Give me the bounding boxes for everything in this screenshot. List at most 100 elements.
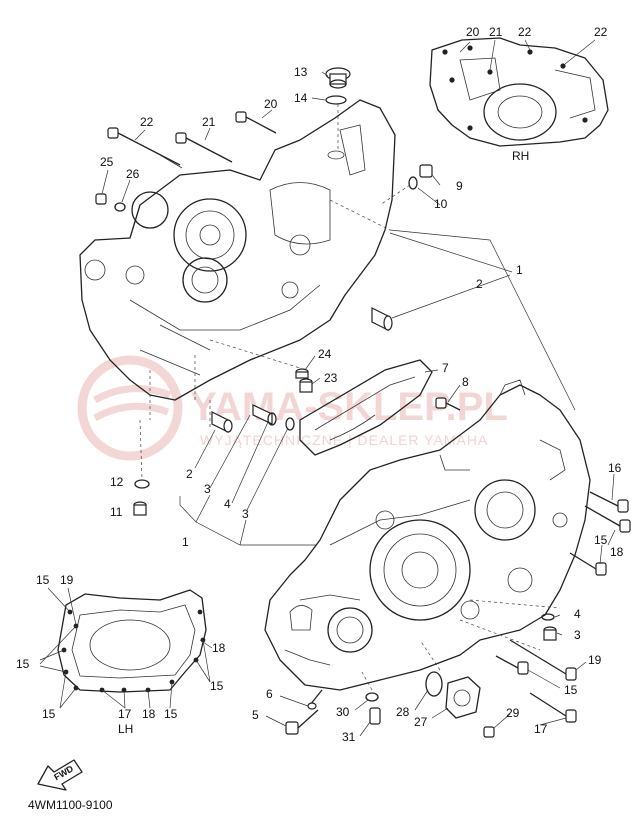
callout-15-lh-c: 15 <box>210 679 224 693</box>
bolt-25 <box>95 193 107 205</box>
watermark-logo-swoosh <box>93 385 172 422</box>
rh-crankcase-inset <box>429 37 609 147</box>
callout-13: 13 <box>294 65 308 79</box>
washer-12 <box>134 479 150 489</box>
callout-15-lh-e: 15 <box>164 707 178 721</box>
bolt-21 <box>175 132 233 163</box>
o-ring-4-center <box>285 417 295 431</box>
left-crankcase-half <box>79 99 396 401</box>
bolt-20 <box>235 111 277 134</box>
right-crankcase-half <box>264 379 591 691</box>
collar-4-lower <box>541 613 555 621</box>
callout-17-r: 17 <box>534 722 548 736</box>
callout-15-mid: 15 <box>564 683 578 697</box>
callout-16: 16 <box>608 461 622 475</box>
callout-15-lh-a: 15 <box>36 573 50 587</box>
callout-2-top: 2 <box>476 277 483 291</box>
callout-15-lh-b: 15 <box>16 657 30 671</box>
callout-22-rh-a: 22 <box>518 25 532 39</box>
dowel-pin-center-2 <box>252 404 277 426</box>
dowel-pin-upper <box>371 307 393 331</box>
dowel-pin-center <box>211 411 233 433</box>
plug-23 <box>299 378 313 393</box>
bolt-18-r <box>584 505 631 533</box>
bolt-19-r <box>509 639 577 681</box>
o-ring-28 <box>425 671 443 697</box>
washer-26 <box>114 202 126 212</box>
diagram-code: 4WM1100-9100 <box>28 798 113 812</box>
callout-18-lh: 18 <box>212 641 226 655</box>
rh-label: RH <box>512 149 529 163</box>
callout-15-lh-d: 15 <box>42 707 56 721</box>
bolt-6 <box>307 689 323 710</box>
callout-23: 23 <box>324 371 338 385</box>
callout-22: 22 <box>140 115 154 129</box>
leader-lines-lower <box>265 473 616 737</box>
leader-lines-upper <box>101 71 576 481</box>
fwd-label: FWD <box>52 763 75 782</box>
rh-bolt-holes <box>442 45 588 131</box>
bolt-22 <box>107 127 183 169</box>
washer-10 <box>408 176 418 190</box>
callout-24: 24 <box>318 347 332 361</box>
bolt-15-r <box>569 552 607 576</box>
callout-3-c: 3 <box>574 628 581 642</box>
bracket-lines-dowels <box>179 414 316 546</box>
callout-28: 28 <box>396 705 410 719</box>
watermark-subtext: WYJĄTECHNICZNE | DEALER YAMAHA <box>200 432 488 448</box>
cover-27 <box>445 676 481 719</box>
bolt-11 <box>133 501 147 516</box>
o-ring-14 <box>325 95 347 105</box>
callout-5: 5 <box>252 708 259 722</box>
callout-18-lh-b: 18 <box>142 707 156 721</box>
lh-label: LH <box>118 722 133 736</box>
callout-6: 6 <box>266 687 273 701</box>
watermark-logo <box>77 355 183 461</box>
callout-30: 30 <box>336 705 350 719</box>
callout-22-rh-b: 22 <box>594 25 608 39</box>
bolt-31 <box>369 707 381 725</box>
lh-bolt-holes <box>61 609 206 693</box>
bolt-9 <box>419 164 433 178</box>
drain-plug-13 <box>325 67 351 89</box>
bolt-8 <box>435 397 461 411</box>
callout-25: 25 <box>100 155 114 169</box>
collar-24 <box>295 368 309 379</box>
lh-cover-inset <box>57 589 207 693</box>
bolt-29 <box>483 726 495 738</box>
callout-10: 10 <box>434 197 448 211</box>
bolt-16 <box>589 491 629 513</box>
bolt-15-mid <box>495 655 529 675</box>
leader-lines-lh <box>39 587 213 709</box>
callout-3-a: 3 <box>204 482 211 496</box>
callout-27: 27 <box>414 715 428 729</box>
callout-19-r: 19 <box>588 653 602 667</box>
callout-26: 26 <box>126 167 140 181</box>
callout-1-top: 1 <box>516 263 523 277</box>
callout-12: 12 <box>110 475 124 489</box>
callout-9: 9 <box>456 179 463 193</box>
callout-2-low: 2 <box>186 467 193 481</box>
bolt-17-r <box>529 692 577 723</box>
callout-8: 8 <box>462 375 469 389</box>
callout-11: 11 <box>110 505 123 519</box>
callout-4-b: 4 <box>574 607 581 621</box>
washer-30 <box>365 692 379 702</box>
callout-29: 29 <box>506 706 520 720</box>
callout-3-b: 3 <box>242 507 249 521</box>
plug-3-lower <box>543 626 557 641</box>
fwd-arrow-icon: FWD <box>37 759 83 791</box>
baffle-plate-7 <box>299 359 433 456</box>
callout-18-r: 18 <box>610 545 624 559</box>
callout-19-lh: 19 <box>60 573 74 587</box>
callout-14: 14 <box>294 91 308 105</box>
callout-15-r: 15 <box>594 533 608 547</box>
callout-20-rh: 20 <box>466 25 480 39</box>
callout-17-lh: 17 <box>118 707 132 721</box>
callout-21: 21 <box>202 115 216 129</box>
bolt-5 <box>285 709 319 735</box>
callout-7: 7 <box>442 361 449 375</box>
callout-20: 20 <box>264 97 278 111</box>
callout-31: 31 <box>342 730 356 744</box>
